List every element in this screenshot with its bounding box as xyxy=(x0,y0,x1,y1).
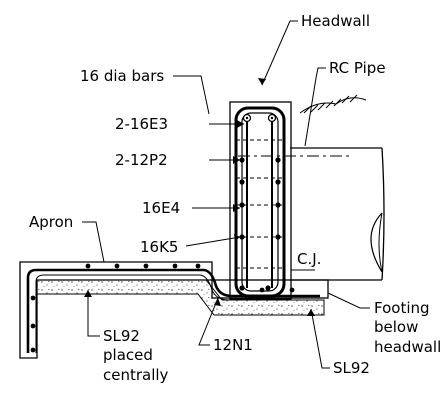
leader-sl92-footing xyxy=(310,308,330,369)
label-dia-bars: 16 dia bars xyxy=(80,67,164,85)
leader-apron xyxy=(82,221,105,263)
headwall-bar-dots xyxy=(239,113,281,291)
leader-footing xyxy=(327,292,370,309)
natural-ground xyxy=(299,94,367,114)
leader-dia-bars xyxy=(173,75,210,115)
label-k5: 16K5 xyxy=(140,238,178,256)
label-apron: Apron xyxy=(29,213,73,231)
label-sl92-apron-line2: placed xyxy=(103,346,153,364)
label-sl92-footing: SL92 xyxy=(333,359,370,377)
label-footing-line3: headwall xyxy=(374,338,441,356)
label-cj: C.J. xyxy=(297,250,321,268)
leader-sl92-apron xyxy=(87,290,100,337)
label-sl92-apron-line1: SL92 xyxy=(103,327,140,345)
apron-reinforcement xyxy=(26,268,320,353)
leader-rc-pipe xyxy=(304,67,326,147)
apron-bar-dots xyxy=(30,263,295,353)
leader-arrowheads xyxy=(84,78,315,316)
headwall-cage xyxy=(234,106,286,298)
label-rc-pipe: RC Pipe xyxy=(329,59,386,77)
leader-n1 xyxy=(198,297,219,346)
leader-headwall xyxy=(261,20,298,86)
label-footing-line1: Footing xyxy=(374,299,430,317)
label-headwall: Headwall xyxy=(301,12,370,30)
label-p2: 2-12P2 xyxy=(115,151,168,169)
label-e3: 2-16E3 xyxy=(115,115,168,133)
leader-k5 xyxy=(185,236,241,247)
label-footing-line2: below xyxy=(374,318,418,336)
label-e4: 16E4 xyxy=(142,199,180,217)
label-sl92-apron-line3: centrally xyxy=(103,366,169,384)
headwall-outline xyxy=(229,101,292,300)
label-n1: 12N1 xyxy=(213,336,253,354)
leader-lines xyxy=(82,20,370,369)
